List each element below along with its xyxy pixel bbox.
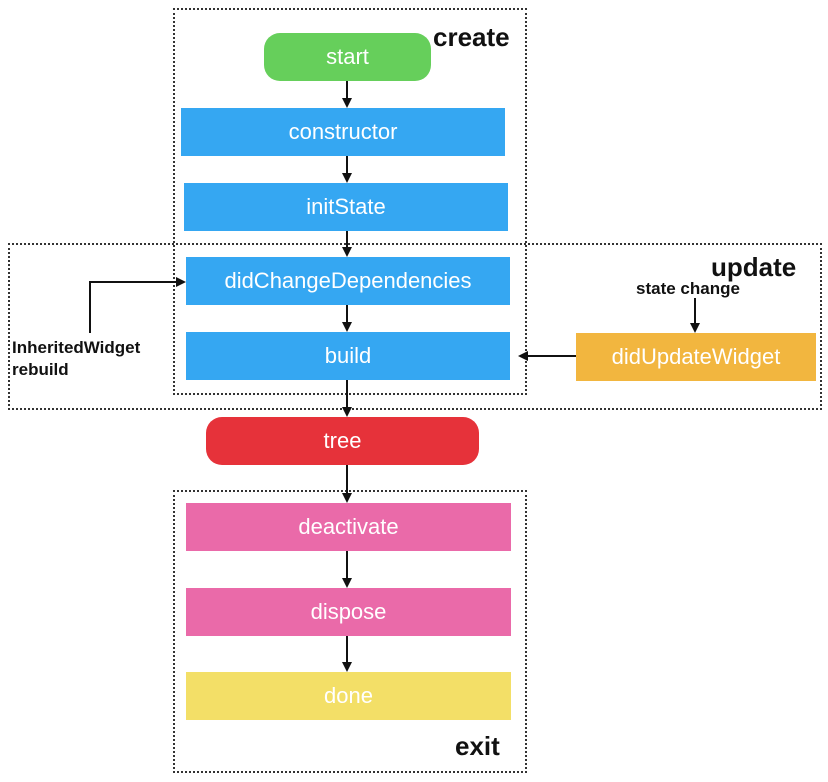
create-group-box	[173, 8, 527, 395]
exit-group-box	[173, 490, 527, 773]
done-node: done	[186, 672, 511, 720]
update-group-box	[8, 243, 822, 410]
did-change-dependencies-node: didChangeDependencies	[186, 257, 510, 305]
start-node: start	[264, 33, 431, 81]
inherited-widget-label-line1: InheritedWidget	[12, 338, 141, 357]
tree-node: tree	[206, 417, 479, 465]
dispose-node: dispose	[186, 588, 511, 636]
state-change-label: state change	[636, 279, 740, 298]
init-state-node: initState	[184, 183, 508, 231]
exit-group-label: exit	[455, 731, 500, 761]
constructor-node: constructor	[181, 108, 505, 156]
inherited-widget-label-line2: rebuild	[12, 360, 69, 380]
did-update-widget-node: didUpdateWidget	[576, 333, 816, 381]
deactivate-node: deactivate	[186, 503, 511, 551]
arrow-inheritedwidget-to-didchangedependencies	[89, 277, 186, 333]
inherited-widget-label: InheritedWidget rebuild	[12, 337, 140, 381]
build-node: build	[186, 332, 510, 380]
create-group-label: create	[433, 22, 510, 52]
update-group-label: update	[711, 252, 797, 282]
